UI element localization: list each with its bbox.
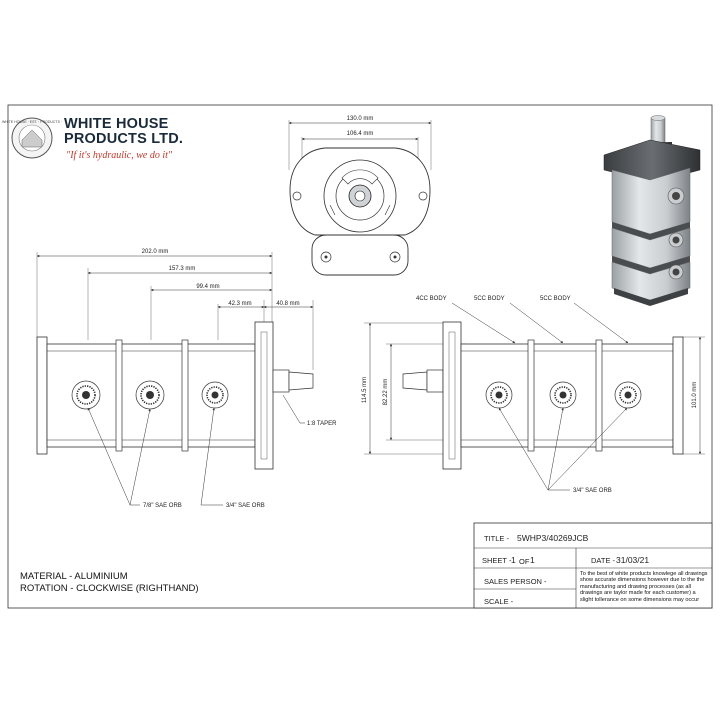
company-name: WHITE HOUSE PRODUCTS LTD.: [64, 117, 183, 147]
dim-bolt-spacing: 106.4 mm: [347, 131, 374, 137]
pump-3d-render: [603, 115, 701, 306]
sheet-number: 1: [511, 555, 516, 565]
dim-shaft-length: 40.8 mm: [276, 301, 299, 307]
disclaimer-text: To the best of white products knowlege a…: [580, 571, 708, 603]
title-block: [473, 522, 713, 609]
title-label: TITLE -: [484, 534, 510, 543]
company-tagline: "If it's hydraulic, we do it": [66, 150, 173, 161]
company-name-line1: WHITE HOUSE: [64, 116, 169, 132]
company-name-line2: PRODUCTS LTD.: [64, 131, 184, 147]
dim-overall-width: 130.0 mm: [347, 116, 374, 122]
orb-small-callout: 3/4" SAE ORB: [226, 503, 265, 509]
sales-person-label: SALES PERSON -: [484, 577, 547, 586]
drawing-frame: [7, 104, 713, 609]
drawing-notes: MATERIAL - ALUMINIUM ROTATION - CLOCKWIS…: [20, 571, 199, 595]
sheet-label: SHEET -: [482, 556, 512, 565]
company-logo-badge: WHITE HOUSE · EST. · PRODUCTS ·: [2, 117, 62, 159]
side-port-3: [201, 381, 229, 409]
orb-large-callout: 7/8" SAE ORB: [143, 503, 182, 509]
date-value: 31/03/21: [616, 555, 650, 565]
sheet-total: 1: [530, 555, 535, 565]
side-port-2: [135, 380, 165, 410]
date-label: DATE -: [591, 556, 616, 565]
front-view: 130.0 mm 106.4 mm: [288, 116, 432, 276]
dim-port-to-flange: 42.3 mm: [228, 301, 251, 307]
rear-view: 4CC BODY 5CC BODY 5CC BODY 114.5 mm 82.2…: [362, 296, 705, 494]
rotation-note: ROTATION - CLOCKWISE (RIGHTHAND): [20, 583, 199, 594]
side-view: 202.0 mm 157.3 mm 99.4 mm 42.3 mm 40.8 m…: [36, 249, 337, 509]
body-label-1: 4CC BODY: [416, 296, 447, 302]
taper-callout: 1:8 TAPER: [307, 421, 337, 427]
rear-port-3: [614, 381, 642, 409]
dim-height-inner: 82.22 mm: [383, 379, 389, 406]
side-port-1: [71, 380, 101, 410]
dim-mid-length: 157.3 mm: [169, 266, 196, 272]
dim-overall-length: 202.0 mm: [142, 249, 169, 255]
scale-label: SCALE -: [484, 597, 514, 606]
dim-height-right: 101.0 mm: [692, 382, 698, 409]
body-label-2: 5CC BODY: [474, 296, 505, 302]
badge-text: WHITE HOUSE · EST. · PRODUCTS ·: [2, 120, 62, 124]
body-label-3: 5CC BODY: [540, 296, 571, 302]
rear-orb-callout: 3/4" SAE ORB: [573, 488, 612, 494]
material-note: MATERIAL - ALUMINIUM: [20, 571, 128, 582]
title-value: 5WHP3/40269JCB: [517, 533, 589, 543]
dim-front-section: 99.4 mm: [196, 284, 219, 290]
rear-port-1: [485, 381, 513, 409]
sheet-of: OF: [519, 557, 530, 566]
dim-height-outer: 114.5 mm: [362, 377, 368, 403]
rear-port-2: [549, 381, 577, 409]
